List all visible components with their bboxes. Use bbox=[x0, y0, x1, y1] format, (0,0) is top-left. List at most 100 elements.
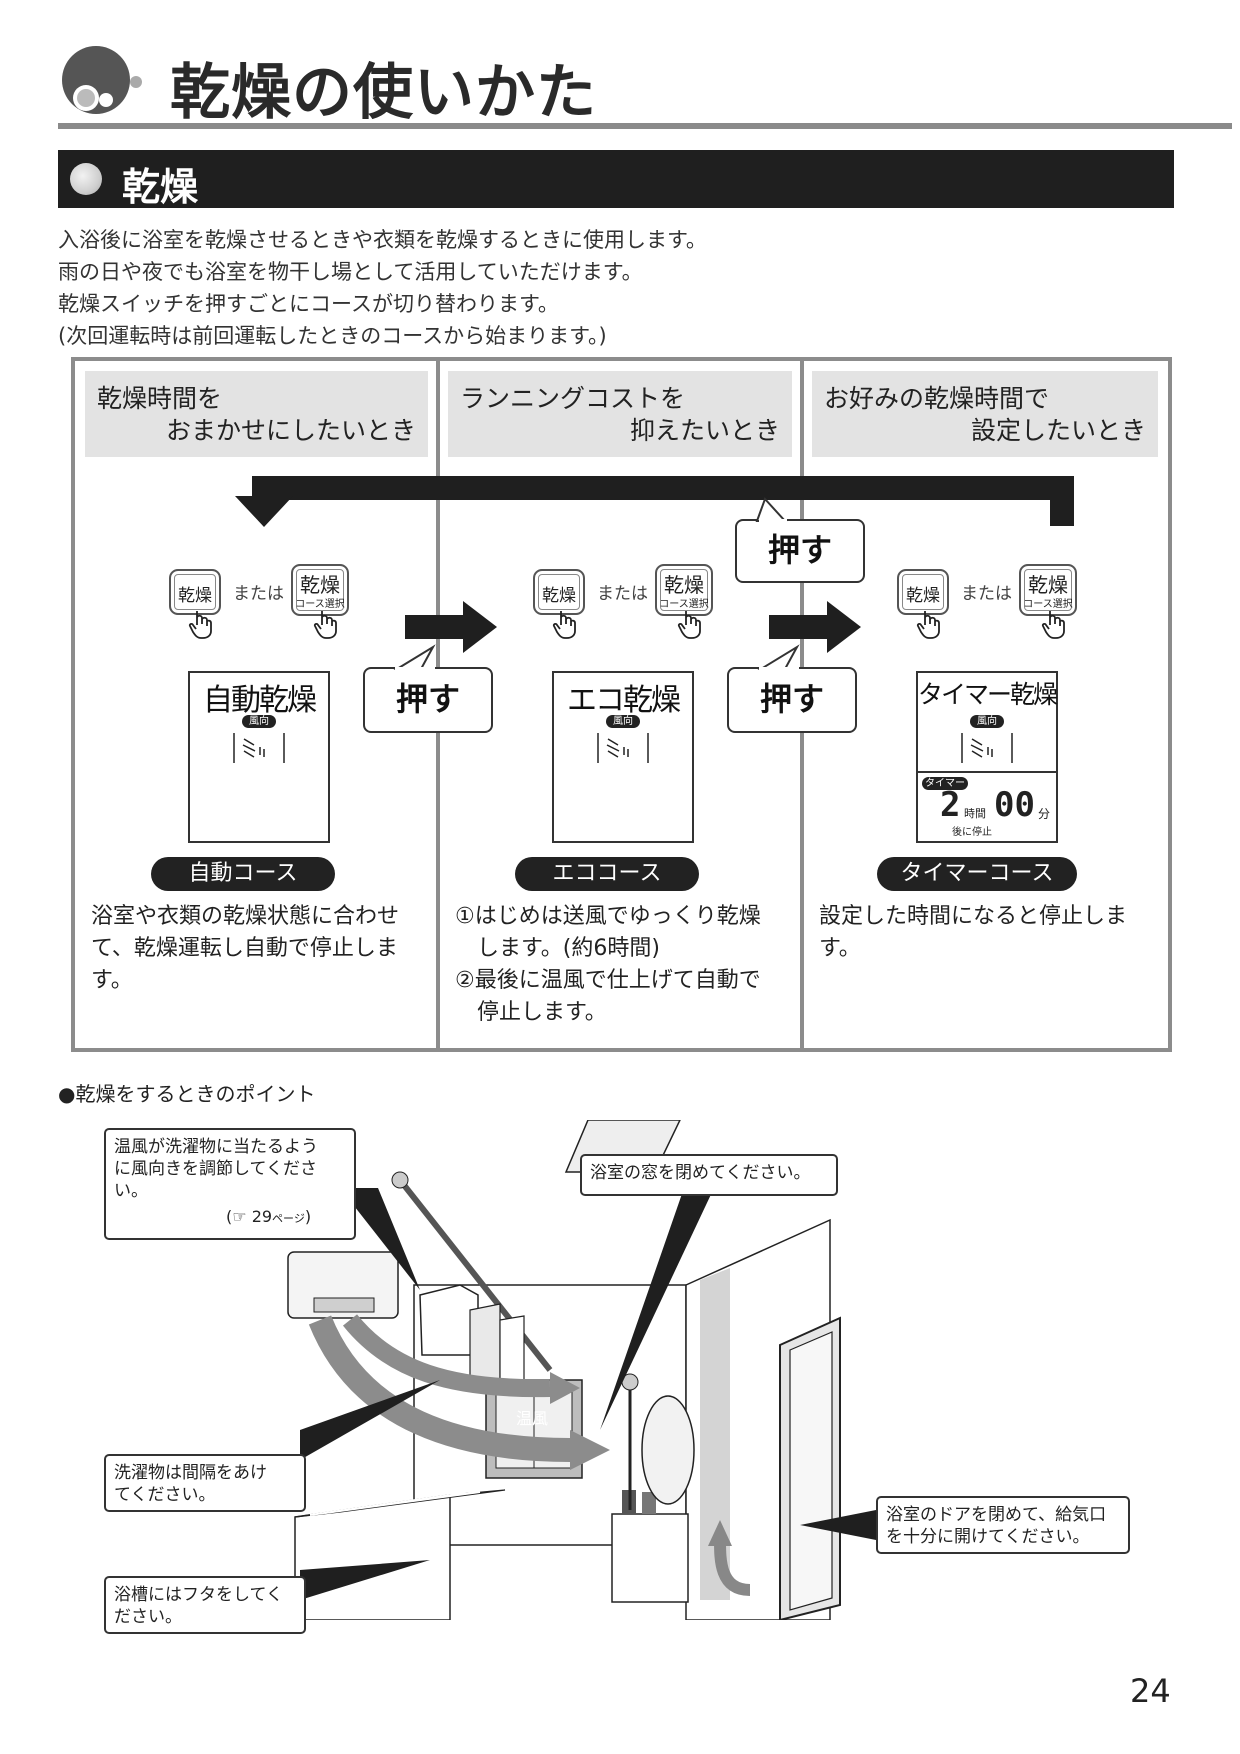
note-line: 温風が洗濯物に当たるよう bbox=[114, 1137, 318, 1157]
airflow-louver-icon bbox=[961, 733, 1013, 763]
dry-course-button-label: 乾燥 bbox=[664, 573, 704, 597]
note-line: ださい。 bbox=[114, 1607, 182, 1627]
section-header: 乾燥 bbox=[58, 150, 1174, 209]
dry-course-button-sublabel: コース選択 bbox=[295, 599, 345, 610]
note-line: い。 bbox=[114, 1181, 148, 1201]
callout-pointers bbox=[300, 1188, 876, 1600]
warm-air-label: 温風 bbox=[516, 1409, 548, 1428]
dry-button[interactable]: 乾燥 bbox=[533, 569, 585, 615]
title-bubbles-icon bbox=[62, 46, 142, 114]
press-callout-pointer bbox=[393, 644, 436, 671]
column-header-timer: お好みの乾燥時間で 設定したいとき bbox=[812, 371, 1158, 457]
or-label: または bbox=[597, 584, 648, 604]
note-line: 浴槽にはフタをしてく bbox=[114, 1585, 283, 1605]
dry-course-button-sublabel: コース選択 bbox=[1023, 599, 1073, 610]
points-title: ●乾燥をするときのポイント bbox=[58, 1082, 316, 1106]
note-cover-tub: 浴槽にはフタをしてく ださい。 bbox=[104, 1576, 306, 1634]
intro-line: 乾燥スイッチを押すごとにコースが切り替わります。 bbox=[58, 292, 559, 316]
bathroom-illustration: 温風 bbox=[287, 1120, 841, 1620]
remote-display-timer: タイマー乾燥 風向 タイマー 2 時間 00 分 後に停止 bbox=[916, 671, 1058, 843]
note-line: を十分に開けてください。 bbox=[886, 1527, 1090, 1547]
press-callout: 押す bbox=[727, 667, 857, 733]
timer-minutes-unit: 分 bbox=[1038, 807, 1051, 821]
intro-line: (次回運転時は前回運転したときのコースから始まります。) bbox=[58, 324, 607, 348]
description-line: て、乾燥運転し自動で停止しま bbox=[91, 936, 398, 961]
column-header-line: 設定したいとき bbox=[970, 416, 1146, 445]
dry-button[interactable]: 乾燥 bbox=[169, 569, 221, 615]
column-header-auto: 乾燥時間を おまかせにしたいとき bbox=[85, 371, 428, 457]
course-label-auto: 自動コース bbox=[151, 857, 335, 891]
dry-course-select-button[interactable]: 乾燥 コース選択 bbox=[655, 564, 713, 616]
airflow-direction-badge: 風向 bbox=[242, 715, 276, 728]
airflow-direction-badge: 風向 bbox=[970, 715, 1004, 728]
dry-button-label: 乾燥 bbox=[542, 586, 576, 606]
pointing-hand-icon bbox=[1041, 611, 1065, 639]
note-line: てください。 bbox=[114, 1485, 216, 1505]
column-header-eco: ランニングコストを 抑えたいとき bbox=[448, 371, 792, 457]
timer-hours-unit: 時間 bbox=[964, 807, 986, 820]
section-title: 乾燥 bbox=[122, 165, 199, 209]
or-label: または bbox=[233, 584, 284, 604]
title-rule bbox=[58, 123, 1232, 129]
note-line: 洗濯物は間隔をあけ bbox=[114, 1463, 267, 1483]
dry-button[interactable]: 乾燥 bbox=[897, 569, 949, 615]
forward-arrow-icon bbox=[769, 601, 861, 653]
dry-course-button-label: 乾燥 bbox=[1028, 573, 1068, 597]
course-description-auto: 浴室や衣類の乾燥状態に合わせ て、乾燥運転し自動で停止しま す。 bbox=[91, 901, 427, 997]
press-callout-pointer bbox=[757, 644, 800, 671]
section-dot-icon bbox=[70, 163, 102, 195]
return-arrow-icon bbox=[235, 476, 1074, 527]
reference-page-unit: ページ bbox=[272, 1212, 305, 1225]
timer-hours: 2 bbox=[940, 785, 961, 825]
description-line: ②最後に温風で仕上げて自動で bbox=[455, 968, 761, 993]
dry-course-select-button[interactable]: 乾燥 コース選択 bbox=[291, 564, 349, 616]
airflow-louver-icon bbox=[233, 733, 285, 763]
column-header-line: おまかせにしたいとき bbox=[165, 416, 416, 445]
remote-display-auto: 自動乾燥 風向 bbox=[188, 671, 330, 843]
display-mode-text: エコ乾燥 bbox=[567, 683, 681, 718]
note-line: に風向きを調節してくださ bbox=[114, 1159, 317, 1179]
page-reference: (☞ 29ページ) bbox=[226, 1207, 312, 1226]
column-header-line: ランニングコストを bbox=[460, 384, 686, 413]
course-flow-box: 乾燥時間を おまかせにしたいとき ランニングコストを 抑えたいとき お好みの乾燥… bbox=[71, 357, 1172, 1052]
note-spacing: 洗濯物は間隔をあけ てください。 bbox=[104, 1454, 306, 1512]
press-callout: 押す bbox=[363, 667, 493, 733]
page-title: 乾燥の使いかた bbox=[170, 58, 597, 128]
note-close-door: 浴室のドアを閉めて、給気口 を十分に開けてください。 bbox=[876, 1496, 1130, 1554]
dry-course-button-sublabel: コース選択 bbox=[659, 599, 709, 610]
dry-button-label: 乾燥 bbox=[178, 586, 212, 606]
pointing-hand-icon bbox=[188, 611, 212, 639]
pointing-hand-icon bbox=[313, 611, 337, 639]
dry-course-select-button[interactable]: 乾燥 コース選択 bbox=[1019, 564, 1077, 616]
display-divider bbox=[918, 771, 1056, 773]
note-air-direction: 温風が洗濯物に当たるよう に風向きを調節してくださ い。 (☞ 29ページ) bbox=[104, 1128, 356, 1240]
note-line: 浴室のドアを閉めて、給気口 bbox=[886, 1505, 1107, 1525]
forward-arrow-icon bbox=[405, 601, 497, 653]
course-description-timer: 設定した時間になると停止します。 bbox=[819, 901, 1163, 965]
display-mode-text: 自動乾燥 bbox=[203, 683, 317, 718]
page-number: 24 bbox=[1130, 1672, 1171, 1710]
note-close-window: 浴室の窓を閉めてください。 bbox=[580, 1154, 838, 1196]
dry-button-label: 乾燥 bbox=[906, 586, 940, 606]
pointing-hand-icon bbox=[552, 611, 576, 639]
description-line: す。 bbox=[91, 968, 133, 993]
airflow-louver-icon bbox=[597, 733, 649, 763]
press-callout-pointer bbox=[755, 497, 788, 523]
description-line: 浴室や衣類の乾燥状態に合わせ bbox=[91, 904, 400, 929]
course-label-timer: タイマーコース bbox=[877, 857, 1077, 891]
description-line: します。(約6時間) bbox=[455, 936, 660, 961]
dry-course-button-label: 乾燥 bbox=[300, 573, 340, 597]
intro-line: 雨の日や夜でも浴室を物干し場として活用していただけます。 bbox=[58, 260, 643, 284]
remote-display-eco: エコ乾燥 風向 bbox=[552, 671, 694, 843]
pointing-hand-icon bbox=[916, 611, 940, 639]
column-header-line: 抑えたいとき bbox=[629, 416, 780, 445]
reference-pointer-icon: ☞ bbox=[232, 1207, 247, 1226]
description-line: 設定した時間になると停止します。 bbox=[819, 904, 1128, 961]
timer-minutes: 00 bbox=[994, 785, 1035, 825]
pointing-hand-icon bbox=[677, 611, 701, 639]
reference-page-number: 29 bbox=[251, 1207, 273, 1226]
column-header-line: 乾燥時間を bbox=[97, 384, 223, 413]
course-label-eco: エココース bbox=[515, 857, 699, 891]
intro-line: 入浴後に浴室を乾燥させるときや衣類を乾燥するときに使用します。 bbox=[58, 228, 707, 252]
description-line: ①はじめは送風でゆっくり乾燥 bbox=[455, 904, 761, 929]
